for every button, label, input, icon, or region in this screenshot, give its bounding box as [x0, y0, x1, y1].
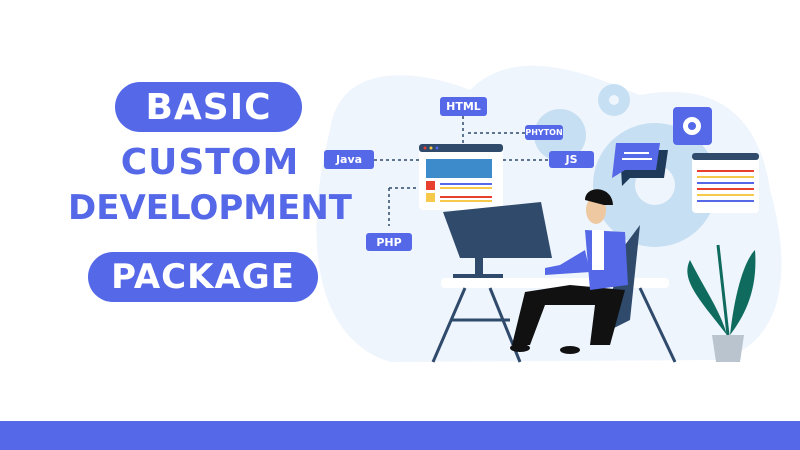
- tag-js: JS: [549, 151, 594, 168]
- person-at-desk: [510, 189, 640, 354]
- tag-html: HTML: [440, 97, 487, 116]
- footer-bar: [0, 421, 800, 450]
- headline-custom: CUSTOM: [120, 142, 300, 183]
- computer-monitor: [443, 202, 552, 278]
- tag-python: PHYTON: [525, 125, 563, 140]
- browser-window-left: [419, 144, 503, 210]
- tag-java: Java: [324, 150, 374, 169]
- browser-window-right: [692, 153, 759, 213]
- connector-lines: [374, 116, 549, 226]
- chat-bubble-icon: [612, 143, 668, 186]
- settings-badge: [673, 107, 712, 145]
- basic-badge: BASIC: [115, 82, 302, 132]
- headline-development: DEVELOPMENT: [68, 188, 352, 228]
- tag-php: PHP: [366, 233, 412, 251]
- potted-plant: [687, 244, 756, 362]
- package-badge: PACKAGE: [88, 252, 318, 302]
